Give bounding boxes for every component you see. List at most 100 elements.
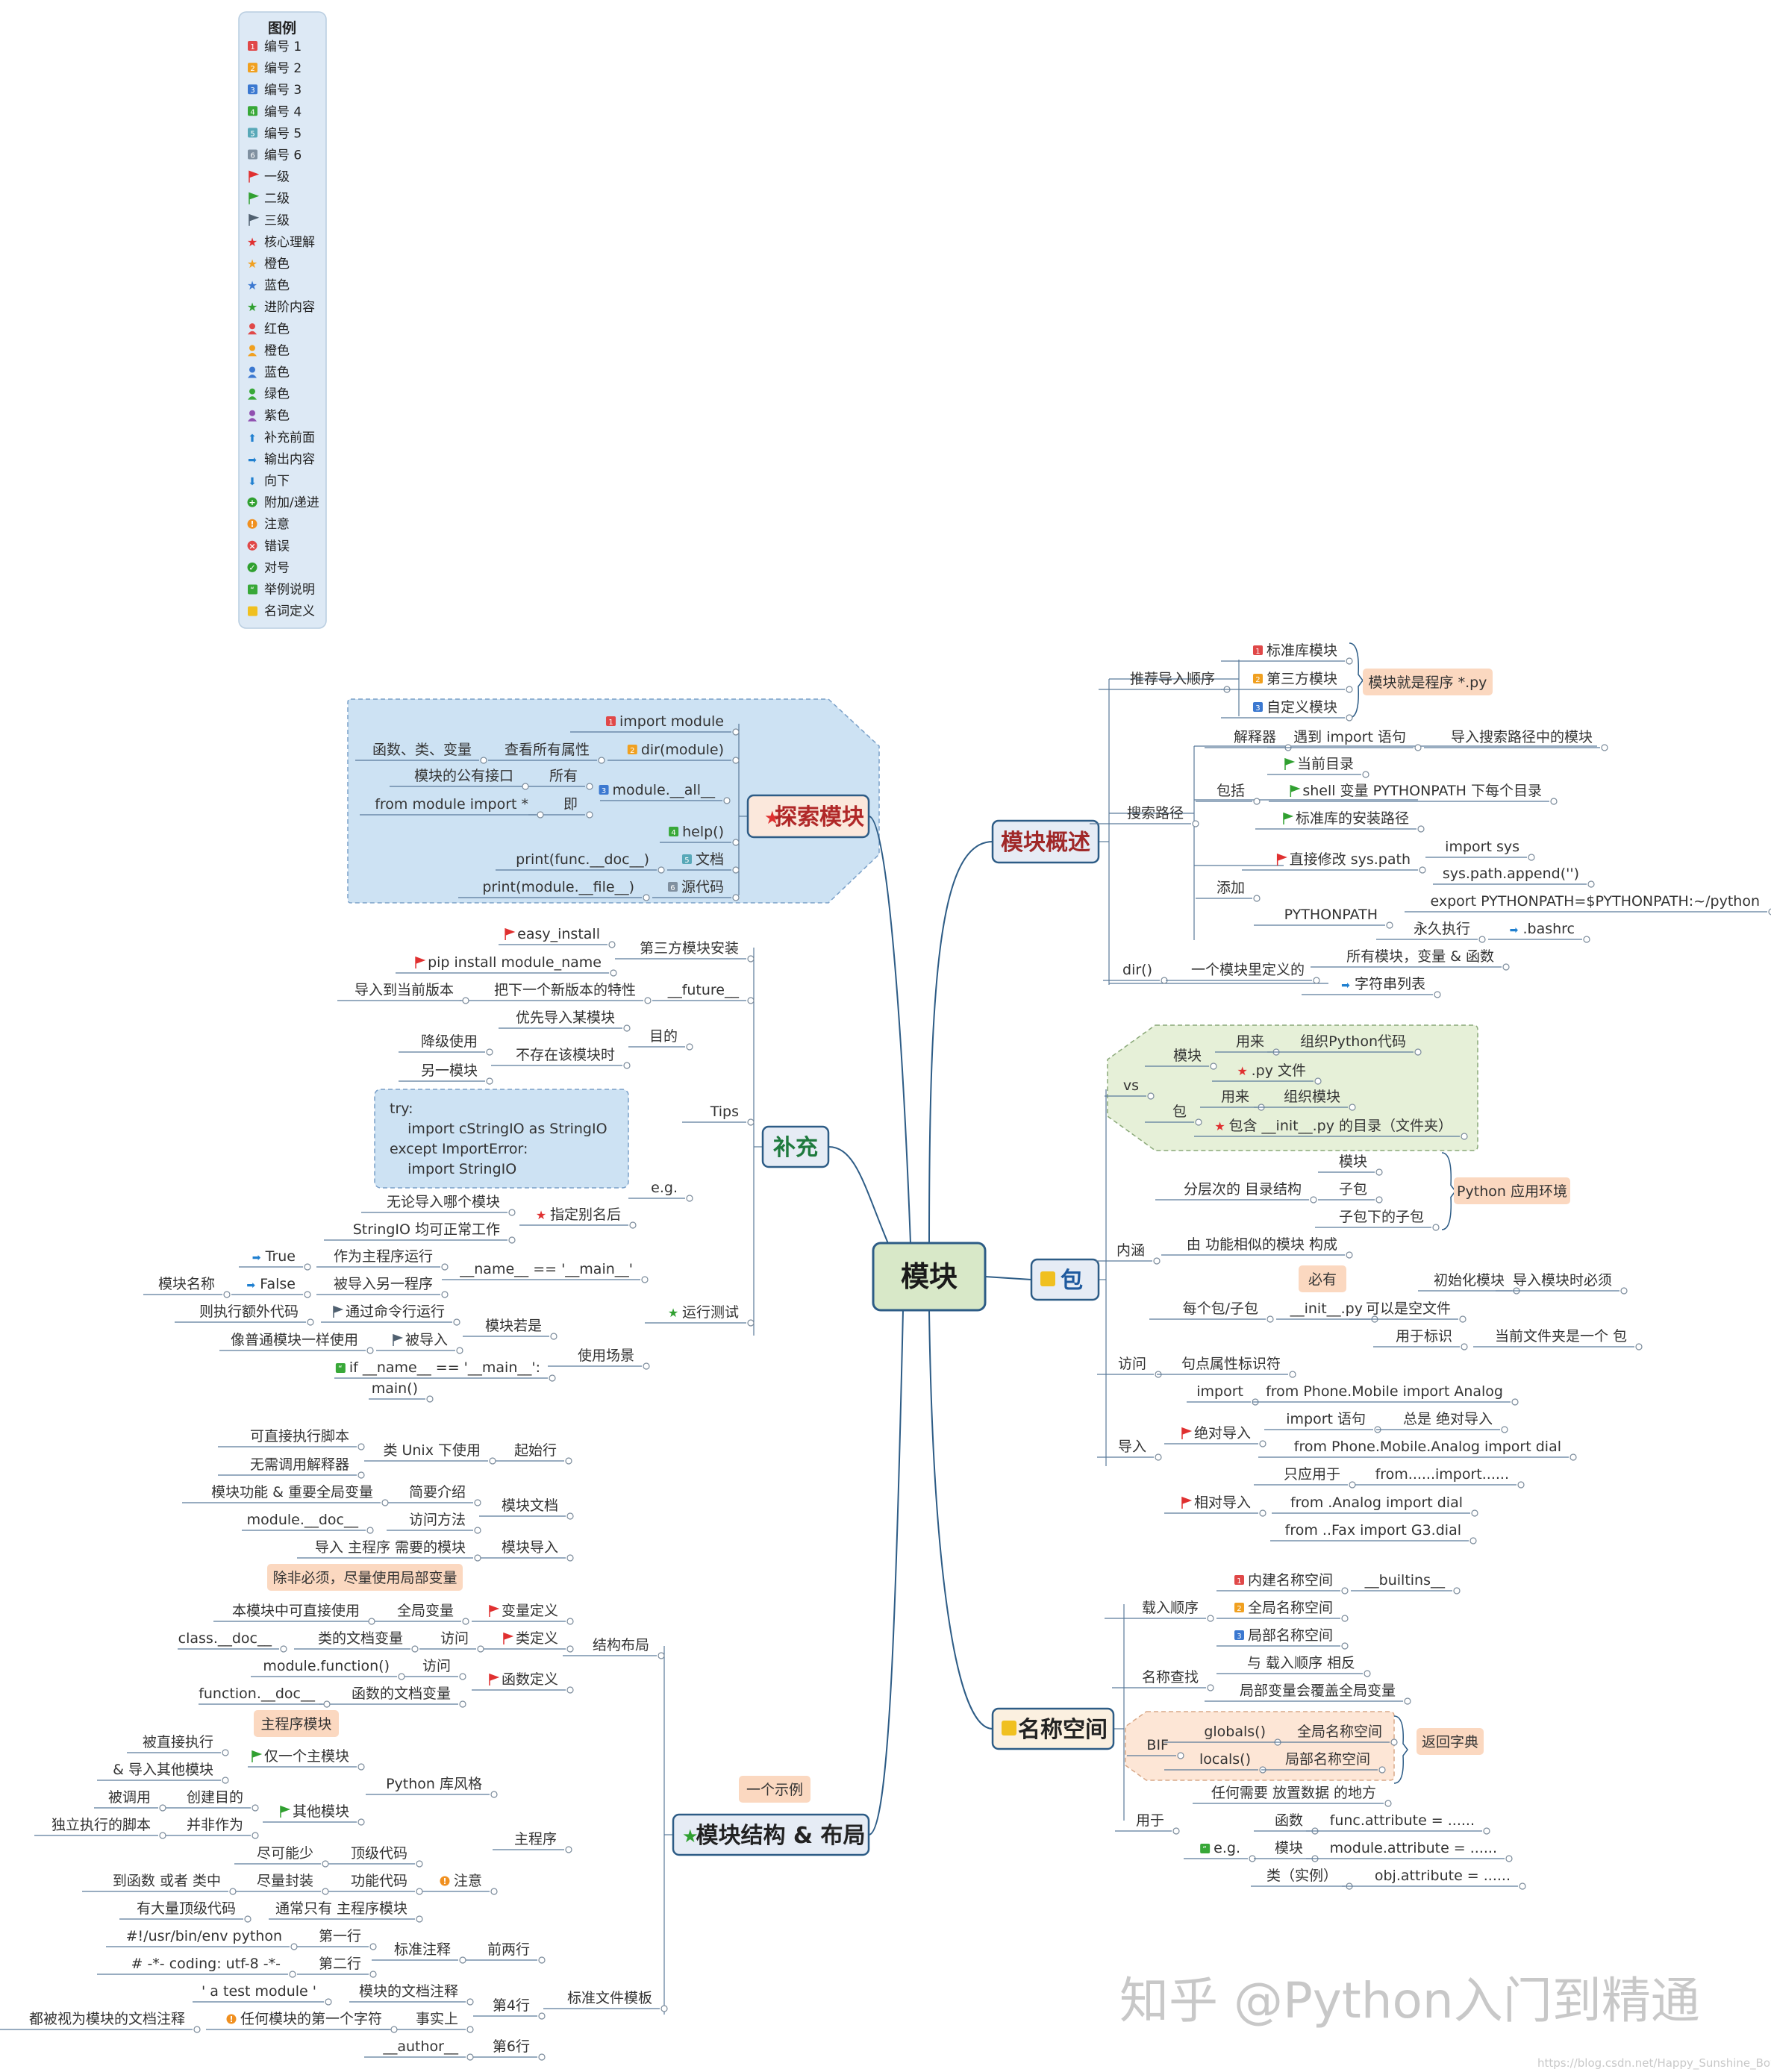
collapse-toggle[interactable] bbox=[586, 811, 593, 819]
topic-node[interactable]: 则执行额外代码 bbox=[175, 1303, 314, 1326]
topic-node[interactable]: 模块名称 bbox=[143, 1276, 231, 1298]
topic-node[interactable]: 直接修改 sys.path bbox=[1242, 851, 1426, 874]
collapse-toggle[interactable] bbox=[323, 1700, 331, 1708]
topic-node[interactable]: func.attribute = ...... bbox=[1306, 1812, 1490, 1835]
collapse-toggle[interactable] bbox=[1147, 1092, 1155, 1100]
topic-node[interactable]: 前两行 bbox=[466, 1941, 546, 1964]
collapse-toggle[interactable] bbox=[566, 1554, 574, 1562]
collapse-toggle[interactable] bbox=[459, 1700, 466, 1708]
topic-node[interactable]: # -*- coding: utf-8 -*- bbox=[97, 1956, 296, 1978]
collapse-toggle[interactable] bbox=[1511, 1398, 1519, 1406]
collapse-toggle[interactable] bbox=[1386, 921, 1393, 929]
topic-overview[interactable]: 模块概述 bbox=[991, 819, 1100, 864]
collapse-toggle[interactable] bbox=[1259, 1509, 1266, 1517]
topic-node[interactable]: class.__doc__ bbox=[178, 1630, 287, 1653]
collapse-toggle[interactable] bbox=[357, 1471, 365, 1479]
topic-node[interactable]: 当前文件夹是一个 包 bbox=[1473, 1328, 1643, 1350]
collapse-toggle[interactable] bbox=[1346, 686, 1353, 693]
topic-node[interactable]: sys.path.append('') bbox=[1433, 866, 1595, 888]
topic-node[interactable]: 子包 bbox=[1318, 1181, 1383, 1204]
topic-node[interactable]: 与 载入顺序 相反 bbox=[1216, 1655, 1371, 1677]
collapse-toggle[interactable] bbox=[1459, 1315, 1467, 1323]
collapse-toggle[interactable] bbox=[366, 1527, 374, 1534]
topic-node[interactable]: StringIO 均可正常工作 bbox=[324, 1221, 516, 1244]
topic-node[interactable]: if __name__ == '__main__':“ bbox=[334, 1359, 556, 1382]
collapse-toggle[interactable] bbox=[1349, 1104, 1356, 1111]
topic-node[interactable]: easy_install bbox=[499, 926, 616, 948]
collapse-toggle[interactable] bbox=[643, 894, 650, 901]
collapse-toggle[interactable] bbox=[1310, 1196, 1317, 1204]
topic-node[interactable]: 绝对导入 bbox=[1164, 1425, 1266, 1447]
topic-node[interactable]: from Phone.Mobile import Analog bbox=[1252, 1383, 1519, 1406]
collapse-toggle[interactable] bbox=[566, 1512, 574, 1520]
topic-node[interactable]: 模块的公有接口 bbox=[390, 768, 529, 790]
collapse-toggle[interactable] bbox=[1419, 866, 1426, 874]
collapse-toggle[interactable] bbox=[1378, 1766, 1386, 1774]
topic-node[interactable]: 访问 bbox=[1097, 1356, 1162, 1378]
topic-node[interactable]: module.function() bbox=[251, 1658, 405, 1680]
topic-node[interactable]: 第一行 bbox=[297, 1928, 377, 1950]
collapse-toggle[interactable] bbox=[307, 1318, 314, 1326]
topic-node[interactable]: 子包下的子包 bbox=[1315, 1209, 1440, 1231]
collapse-toggle[interactable] bbox=[658, 1652, 665, 1659]
topic-node[interactable]: 访问 bbox=[402, 1658, 466, 1680]
topic-node[interactable]: 包 bbox=[1145, 1104, 1202, 1126]
topic-node[interactable]: 被导入另一程序 bbox=[316, 1276, 449, 1298]
collapse-toggle[interactable] bbox=[462, 997, 469, 1004]
topic-node[interactable]: 通常只有 主程序模块 bbox=[269, 1900, 423, 1923]
topic-node[interactable]: 载入顺序 bbox=[1105, 1600, 1214, 1622]
collapse-toggle[interactable] bbox=[398, 1673, 405, 1680]
topic-node[interactable]: e.g.“ bbox=[1184, 1840, 1256, 1862]
topic-node[interactable]: from......import...... bbox=[1355, 1466, 1525, 1489]
collapse-toggle[interactable] bbox=[1375, 1196, 1383, 1204]
collapse-toggle[interactable] bbox=[1501, 1426, 1508, 1433]
collapse-toggle[interactable] bbox=[732, 728, 740, 736]
topic-node[interactable]: dir() bbox=[1103, 962, 1168, 984]
topic-node[interactable]: 模块功能 & 重要全局变量 bbox=[182, 1484, 389, 1506]
collapse-toggle[interactable] bbox=[686, 1043, 693, 1051]
collapse-toggle[interactable] bbox=[381, 1499, 389, 1506]
topic-node[interactable]: import bbox=[1187, 1383, 1259, 1406]
topic-node[interactable]: 可直接执行脚本 bbox=[218, 1428, 365, 1450]
topic-node[interactable]: 文档5 bbox=[667, 851, 740, 874]
collapse-toggle[interactable] bbox=[550, 1333, 557, 1340]
collapse-toggle[interactable] bbox=[1192, 820, 1199, 827]
root-node[interactable]: 模块 bbox=[872, 1242, 987, 1312]
topic-supplement[interactable]: 补充 bbox=[761, 1125, 830, 1168]
topic-node[interactable]: 作为主程序运行 bbox=[316, 1248, 449, 1271]
topic-node[interactable]: Python 库风格 bbox=[366, 1776, 498, 1798]
collapse-toggle[interactable] bbox=[1341, 1642, 1349, 1650]
topic-node[interactable]: 另一模块 bbox=[399, 1062, 493, 1085]
topic-node[interactable]: 第三方模块安装 bbox=[615, 940, 755, 963]
collapse-toggle[interactable] bbox=[322, 1888, 329, 1895]
collapse-toggle[interactable] bbox=[732, 757, 740, 764]
topic-node[interactable]: 主程序 bbox=[493, 1831, 572, 1853]
collapse-toggle[interactable] bbox=[1349, 1481, 1356, 1489]
collapse-toggle[interactable] bbox=[462, 1618, 469, 1625]
topic-node[interactable]: 全局名称空间 bbox=[1273, 1724, 1398, 1746]
collapse-toggle[interactable] bbox=[1153, 1257, 1161, 1265]
topic-node[interactable]: function.__doc__ bbox=[199, 1686, 331, 1708]
topic-node[interactable]: dir(module)2 bbox=[607, 742, 740, 764]
topic-node[interactable]: 总是 绝对导入 bbox=[1376, 1411, 1508, 1433]
topic-structure[interactable]: ★ 模块结构 & 布局 bbox=[672, 1813, 870, 1856]
topic-node[interactable]: __author__ bbox=[364, 2038, 474, 2061]
collapse-toggle[interactable] bbox=[1432, 1224, 1440, 1231]
topic-node[interactable]: 组织Python代码 bbox=[1267, 1033, 1422, 1056]
collapse-toggle[interactable] bbox=[641, 1276, 649, 1283]
topic-node[interactable]: 变量定义 bbox=[472, 1603, 574, 1625]
topic-node[interactable]: 所有模块，变量 & 函数 bbox=[1311, 948, 1510, 971]
topic-node[interactable]: 类 Unix 下使用 bbox=[364, 1442, 496, 1465]
topic-node[interactable]: 类（实例） bbox=[1251, 1868, 1353, 1890]
collapse-toggle[interactable] bbox=[486, 1077, 493, 1085]
topic-node[interactable]: help()4 bbox=[660, 824, 740, 846]
topic-node[interactable]: 永久执行 bbox=[1376, 921, 1486, 943]
topic-node[interactable]: 被导入 bbox=[376, 1332, 463, 1354]
collapse-toggle[interactable] bbox=[426, 1395, 434, 1403]
collapse-toggle[interactable] bbox=[357, 1818, 365, 1826]
collapse-toggle[interactable] bbox=[644, 997, 652, 1004]
topic-node[interactable]: 其他模块 bbox=[263, 1803, 365, 1826]
